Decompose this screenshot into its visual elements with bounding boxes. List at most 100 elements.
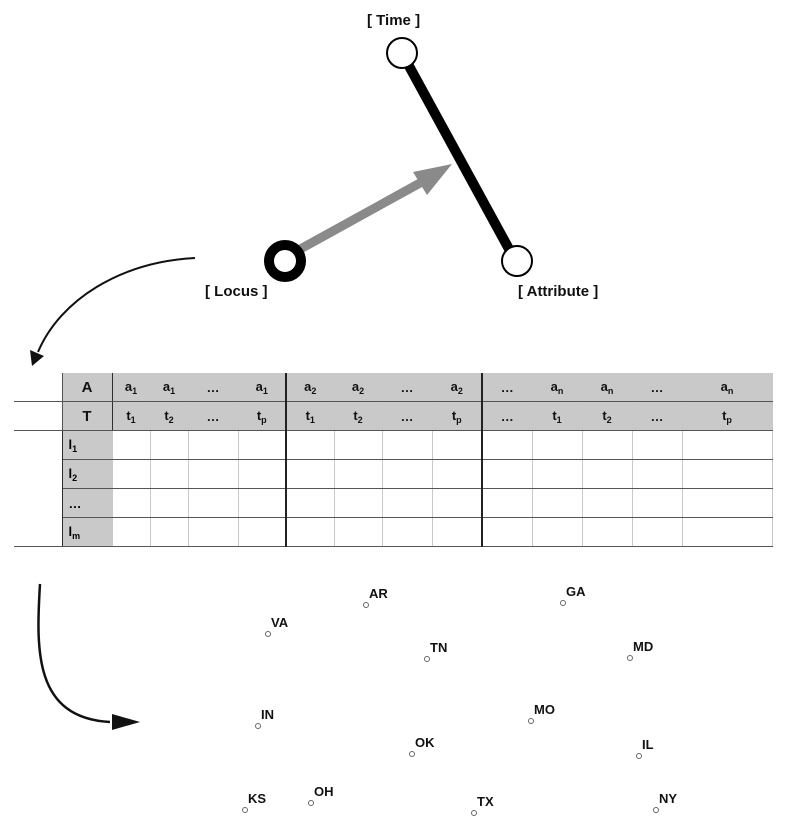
corner-blank bbox=[14, 373, 63, 402]
matrix-cell bbox=[188, 517, 239, 547]
matrix-cell bbox=[382, 488, 433, 518]
matrix-cell bbox=[682, 430, 773, 460]
time-cell: … bbox=[382, 401, 433, 431]
state-label: TX bbox=[477, 794, 494, 809]
matrix-cell bbox=[150, 517, 189, 547]
state-point bbox=[471, 810, 477, 816]
matrix-cell bbox=[150, 430, 189, 460]
attribute-cell: an bbox=[532, 373, 583, 402]
state-label: OK bbox=[415, 735, 435, 750]
attribute-cell: a1 bbox=[112, 373, 151, 402]
matrix-cell bbox=[682, 517, 773, 547]
time-cell: t2 bbox=[150, 401, 189, 431]
matrix-cell bbox=[632, 488, 683, 518]
state-label: NY bbox=[659, 791, 678, 806]
matrix-cell bbox=[112, 430, 151, 460]
time-cell: t1 bbox=[112, 401, 151, 431]
state-label: MO bbox=[534, 702, 555, 717]
matrix-cell bbox=[150, 488, 189, 518]
matrix-cell bbox=[188, 459, 239, 489]
attribute-cell: … bbox=[482, 373, 533, 402]
locus-arrow-head bbox=[413, 164, 452, 195]
state-point bbox=[363, 602, 369, 608]
matrix-cell bbox=[432, 488, 483, 518]
state-point bbox=[265, 631, 271, 637]
matrix-cell bbox=[382, 517, 433, 547]
matrix-cell bbox=[632, 459, 683, 489]
concept-diagram bbox=[30, 37, 533, 366]
state-point bbox=[308, 800, 314, 806]
state-label: TN bbox=[430, 640, 448, 655]
matrix-cell bbox=[482, 430, 533, 460]
matrix-cell bbox=[582, 430, 633, 460]
locus-node bbox=[264, 240, 306, 282]
matrix-cell bbox=[334, 517, 383, 547]
state-point bbox=[255, 723, 261, 729]
attribute-cell: a1 bbox=[150, 373, 189, 402]
state-point bbox=[653, 807, 659, 813]
state-label: GA bbox=[566, 584, 586, 599]
time-node bbox=[386, 37, 418, 69]
locus-arrow-shaft bbox=[292, 179, 423, 256]
locus-row-label: … bbox=[62, 488, 113, 518]
state-point bbox=[560, 600, 566, 606]
matrix-cell bbox=[112, 459, 151, 489]
matrix-cell bbox=[238, 459, 287, 489]
matrix-cell bbox=[482, 488, 533, 518]
matrix-cell bbox=[382, 459, 433, 489]
matrix-cell bbox=[112, 517, 151, 547]
state-label: OH bbox=[314, 784, 334, 799]
matrix-cell bbox=[532, 430, 583, 460]
matrix-cell bbox=[382, 430, 433, 460]
time-cell: t2 bbox=[334, 401, 383, 431]
matrix-cell bbox=[432, 459, 483, 489]
state-label: IL bbox=[642, 737, 654, 752]
attribute-cell: … bbox=[382, 373, 433, 402]
matrix-cell bbox=[286, 488, 335, 518]
time-cell: … bbox=[188, 401, 239, 431]
matrix-cell bbox=[532, 517, 583, 547]
matrix-cell bbox=[238, 488, 287, 518]
matrix-cell bbox=[286, 517, 335, 547]
attribute-cell: a2 bbox=[432, 373, 483, 402]
time-cell: tp bbox=[432, 401, 483, 431]
matrix-cell bbox=[682, 459, 773, 489]
attribute-cell: an bbox=[582, 373, 633, 402]
state-label: MD bbox=[633, 639, 654, 654]
state-point bbox=[424, 656, 430, 662]
time-cell: … bbox=[632, 401, 683, 431]
attribute-cell: a1 bbox=[238, 373, 287, 402]
state-label: AR bbox=[369, 586, 388, 601]
time-label: [ Time ] bbox=[367, 12, 421, 29]
matrix-cell bbox=[112, 488, 151, 518]
time-cell: t1 bbox=[286, 401, 335, 431]
locus-row-label: l2 bbox=[62, 459, 113, 489]
matrix-cell bbox=[286, 459, 335, 489]
matrix-cell bbox=[188, 430, 239, 460]
attribute-header: A bbox=[62, 373, 113, 402]
matrix-cell bbox=[432, 517, 483, 547]
matrix-cell bbox=[238, 430, 287, 460]
matrix-cell bbox=[582, 459, 633, 489]
matrix-cell bbox=[632, 430, 683, 460]
attribute-cell: … bbox=[188, 373, 239, 402]
matrix-cell bbox=[334, 488, 383, 518]
curved-arrow-head bbox=[30, 350, 44, 366]
curved-arrow-to-table bbox=[37, 257, 196, 353]
state-point bbox=[409, 751, 415, 757]
attribute-node bbox=[501, 245, 533, 277]
matrix-cell bbox=[150, 459, 189, 489]
time-cell: t2 bbox=[582, 401, 633, 431]
matrix-cell bbox=[482, 459, 533, 489]
matrix-cell bbox=[188, 488, 239, 518]
corner-blank bbox=[14, 401, 63, 431]
state-point bbox=[242, 807, 248, 813]
matrix-cell bbox=[632, 517, 683, 547]
state-point bbox=[636, 753, 642, 759]
state-label: IN bbox=[261, 707, 274, 722]
matrix-cell bbox=[532, 488, 583, 518]
attribute-cell: a2 bbox=[334, 373, 383, 402]
